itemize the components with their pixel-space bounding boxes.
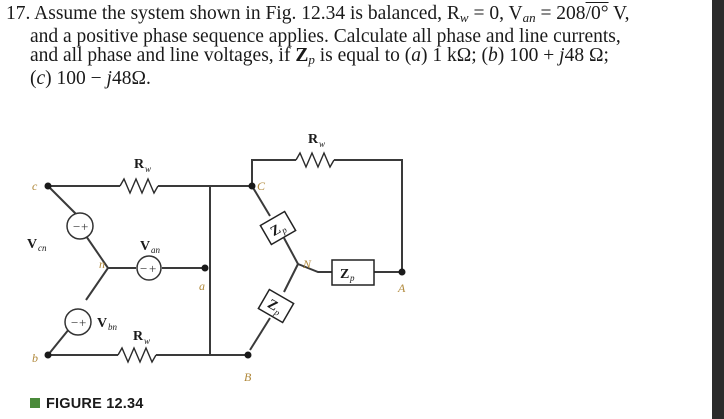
label-rw-b: R	[133, 329, 144, 344]
label-b: b	[32, 351, 38, 365]
resistor-rw-c	[119, 177, 159, 195]
vbn-minus: −	[71, 315, 78, 330]
wire-c-diag	[47, 185, 79, 217]
wire-c-right-down	[158, 185, 211, 272]
label-n: n	[99, 257, 105, 271]
label-rw-c-sub: w	[145, 164, 151, 174]
label-N: N	[302, 257, 312, 271]
label-A: A	[397, 281, 406, 295]
resistor-rw-load	[295, 151, 335, 169]
impedance-zp-right: Z p	[331, 259, 375, 286]
wire-N-zp-bottom	[283, 263, 299, 293]
label-c: c	[32, 179, 38, 193]
node-C	[248, 182, 256, 190]
problem-line-1: 17. Assume the system shown in Fig. 12.3…	[6, 3, 630, 25]
source-van	[136, 255, 162, 281]
vcn-plus: +	[81, 219, 88, 234]
vbn-plus: +	[79, 315, 86, 330]
wire-load-right	[334, 159, 403, 272]
problem-line-4: (c) 100 − j48Ω.	[30, 68, 151, 89]
label-rw-b-sub: w	[144, 336, 150, 346]
label-van-sub: an	[151, 245, 161, 255]
label-a: a	[199, 279, 205, 293]
wire-C-up	[251, 159, 296, 186]
resistor-rw-b	[117, 346, 157, 364]
van-minus: −	[140, 261, 147, 276]
vcn-minus: −	[73, 219, 80, 234]
van-plus: +	[149, 261, 156, 276]
problem-statement: 17. Assume the system shown in Fig. 12.3…	[6, 3, 706, 89]
problem-line-2: and a positive phase sequence applies. C…	[30, 26, 621, 47]
label-vcn: V	[27, 237, 37, 252]
svg-text:Z: Z	[340, 267, 349, 282]
node-a	[201, 264, 209, 272]
label-rw-load-sub: w	[319, 139, 325, 149]
label-B: B	[244, 370, 252, 384]
impedance-zp-top: Z p	[259, 210, 297, 246]
label-vbn-sub: bn	[108, 322, 118, 332]
label-van: V	[140, 239, 150, 254]
label-rw-load: R	[308, 132, 319, 147]
wire-C-zp	[251, 185, 271, 217]
wire-zp-B	[249, 317, 271, 351]
source-vbn	[64, 308, 92, 336]
label-vcn-sub: cn	[38, 243, 47, 253]
node-B	[244, 351, 252, 359]
node-b	[44, 351, 52, 359]
node-c	[44, 182, 52, 190]
label-rw-c: R	[134, 157, 145, 172]
source-vcn	[66, 212, 94, 240]
caption-marker	[30, 398, 40, 408]
label-vbn: V	[97, 316, 107, 331]
label-C: C	[257, 179, 266, 193]
wire-zp-N	[283, 237, 299, 265]
svg-text:p: p	[272, 307, 282, 319]
svg-text:p: p	[279, 225, 289, 237]
figure-caption: FIGURE 12.34	[30, 396, 144, 412]
svg-text:p: p	[349, 273, 355, 283]
impedance-zp-bottom: Z p	[257, 288, 295, 324]
node-A	[398, 268, 406, 276]
window-edge	[712, 0, 724, 419]
wire-N-zp-right	[297, 263, 332, 273]
problem-line-3: and all phase and line voltages, if Zp i…	[30, 45, 609, 67]
